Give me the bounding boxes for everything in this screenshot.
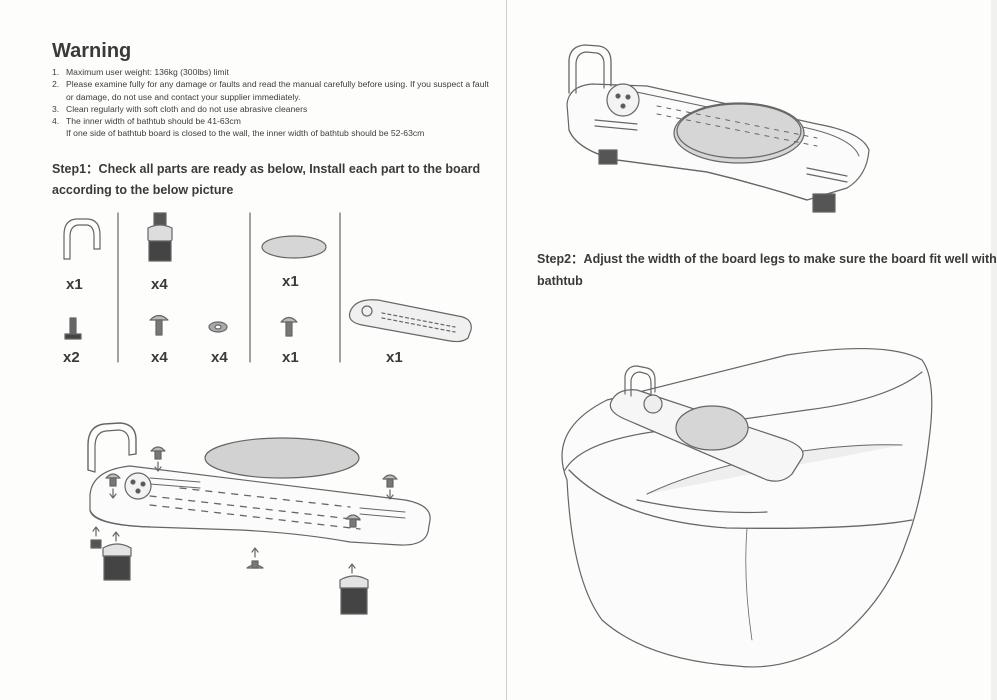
washer-part-icon (209, 322, 227, 332)
warning-title: Warning (52, 40, 132, 62)
step2-heading: Step2：Adjust the width of the board legs… (537, 252, 997, 266)
bathtub-seat-disc (676, 406, 748, 450)
step2-subheading: bathtub (537, 274, 583, 288)
seat-bolt-count: x1 (282, 349, 299, 366)
board-part-icon (350, 300, 472, 342)
handle-count: x1 (66, 276, 83, 293)
warning-list: 1.Maximum user weight: 136kg (300lbs) li… (52, 66, 492, 140)
seat-disc-part-icon (262, 236, 326, 258)
step1-subheading: according to the below picture (52, 183, 234, 197)
leg-part-icon (148, 213, 172, 261)
handle-part-icon (64, 219, 100, 259)
manual-page-right: Step2：Adjust the width of the board legs… (507, 0, 997, 700)
warning-item: 1.Maximum user weight: 136kg (300lbs) li… (52, 67, 229, 77)
board-and-bathtub-illustration (507, 0, 991, 700)
bolt-count: x4 (151, 349, 168, 366)
assembled-board-drawing (567, 45, 869, 212)
step1-heading: Step1：Check all parts are ready as below… (52, 162, 481, 176)
warning-item: 2.Please examine fully for any damage or… (52, 79, 489, 102)
manual-page-left: Warning 1.Maximum user weight: 136kg (30… (0, 0, 507, 700)
warning-item: 4.The inner width of bathtub should be 4… (52, 116, 241, 127)
board-count: x1 (386, 349, 403, 366)
seat-bolt-part-icon (281, 318, 297, 337)
parts-and-assembly-illustration (0, 0, 506, 700)
assembly-legs (91, 540, 368, 614)
leg-count: x4 (151, 276, 168, 293)
bolt-part-icon (150, 316, 168, 336)
small-screw-count: x2 (63, 349, 80, 366)
small-screw-part-icon (65, 318, 81, 339)
washer-count: x4 (211, 349, 228, 366)
warning-item: If one side of bathtub board is closed t… (66, 128, 425, 139)
assembled-seat-disc (674, 103, 804, 163)
board-on-bathtub-drawing (610, 366, 803, 481)
warning-item: 3.Clean regularly with soft cloth and do… (52, 103, 308, 114)
assembly-seat-disc (205, 438, 359, 478)
seat-disc-count: x1 (282, 273, 299, 290)
assembly-drawing (88, 423, 430, 614)
